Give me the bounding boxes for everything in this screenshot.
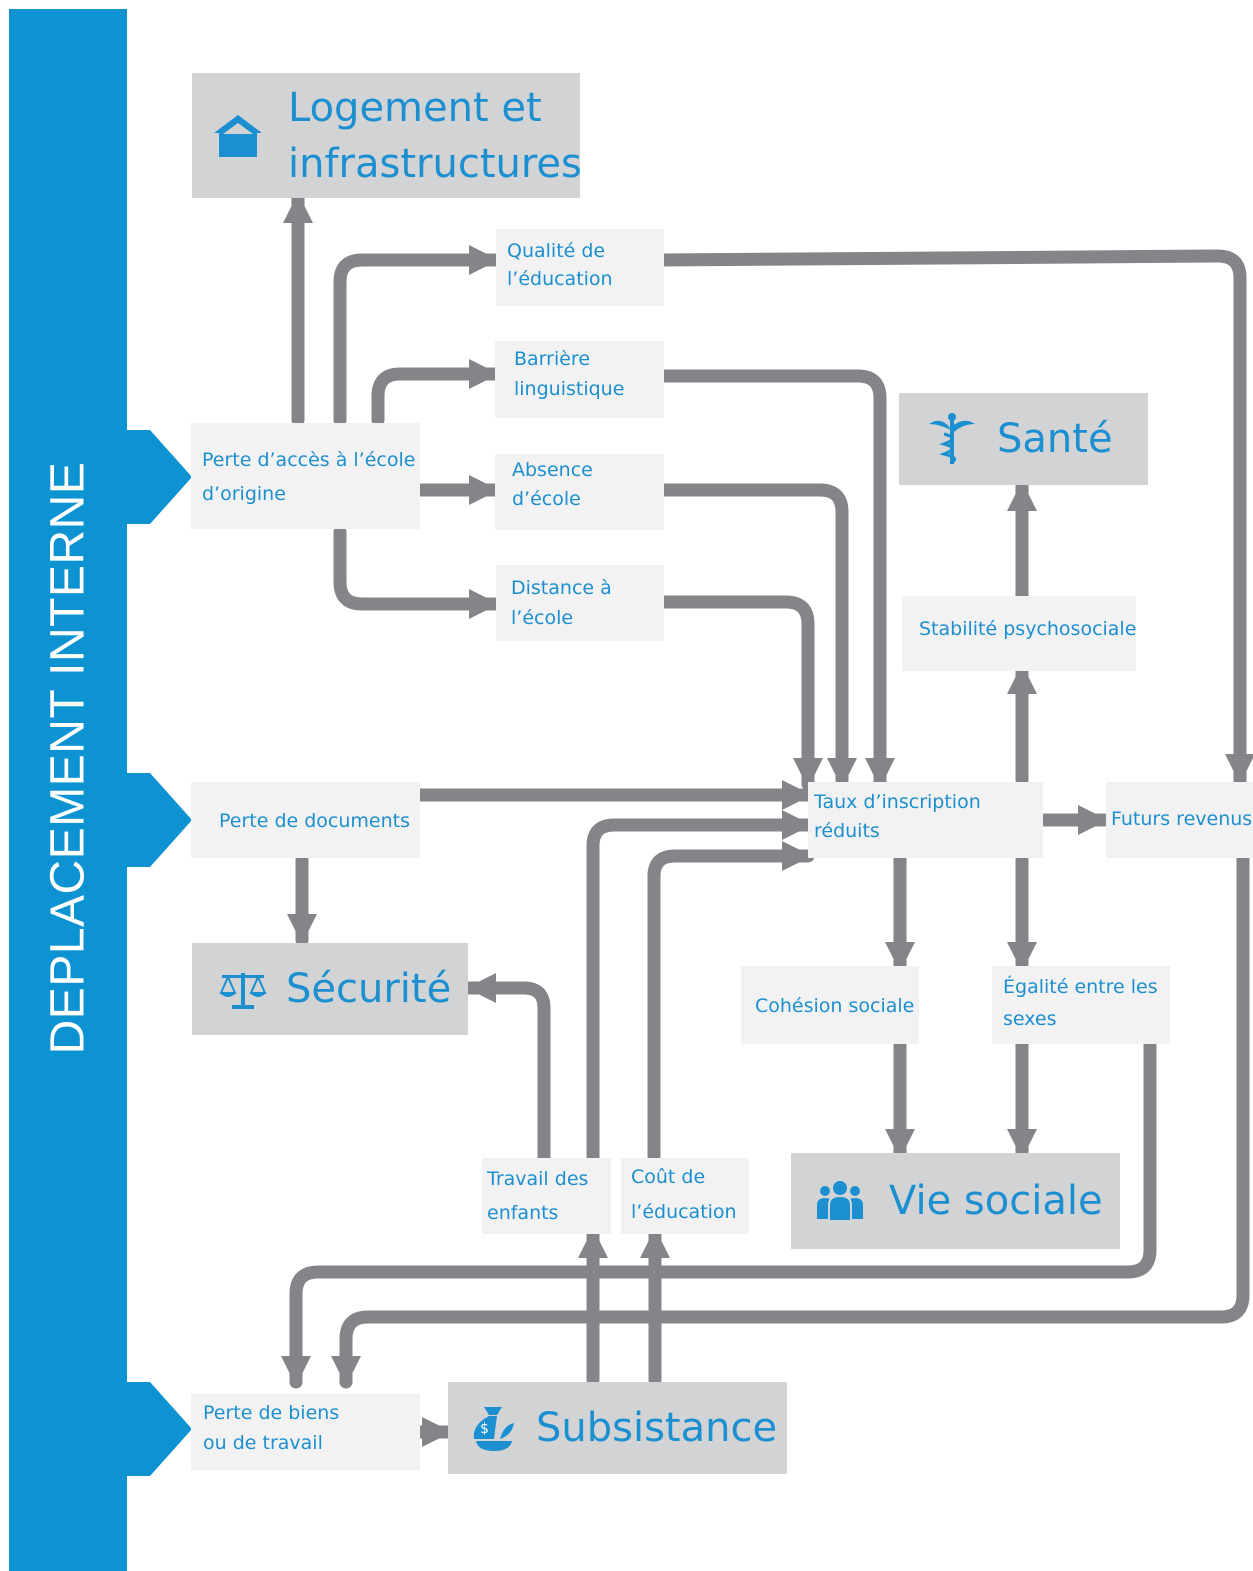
node-egalite: Égalité entre les sexes bbox=[992, 966, 1170, 1044]
caduceus-icon bbox=[927, 412, 977, 466]
arrow-absence-taux bbox=[653, 483, 857, 791]
category-subsistance-label: Subsistance bbox=[536, 1405, 778, 1451]
arrow-acces-barriere bbox=[371, 359, 502, 427]
money-bag-icon: $ bbox=[470, 1403, 516, 1453]
chevron-marker-2 bbox=[127, 773, 192, 867]
arrow-qualite-futurs bbox=[653, 249, 1253, 787]
arrow-barriere-taux bbox=[653, 369, 895, 791]
node-distance: Distance à l’école bbox=[496, 565, 664, 641]
arrow-egalite-pertebiens bbox=[281, 1038, 1157, 1389]
node-perte-documents: Perte de documents bbox=[191, 782, 420, 858]
category-subsistance: $ Subsistance bbox=[448, 1382, 787, 1474]
arrow-distance-taux bbox=[653, 595, 823, 791]
node-taux: Taux d’inscription réduits bbox=[808, 782, 1043, 858]
arrow-travail-securite bbox=[463, 973, 551, 1165]
node-barriere: Barrière linguistique bbox=[495, 341, 664, 418]
chevron-marker-1 bbox=[127, 430, 192, 524]
node-cout: Coût de l’éducation bbox=[621, 1158, 749, 1234]
category-logement: Logement et infrastructures bbox=[192, 73, 582, 198]
category-sante-label: Santé bbox=[997, 416, 1113, 462]
chevron-marker-3 bbox=[127, 1382, 192, 1476]
node-travail-enfants: Travail des enfants bbox=[482, 1158, 611, 1234]
node-qualite: Qualité de l’éducation bbox=[496, 229, 664, 306]
svg-text:$: $ bbox=[480, 1421, 489, 1437]
node-stabilite: Stabilité psychosociale bbox=[902, 596, 1136, 671]
node-absence: Absence d’école bbox=[495, 454, 664, 530]
house-icon bbox=[212, 113, 264, 159]
arrow-cout-taux bbox=[647, 841, 815, 1165]
category-securite-label: Sécurité bbox=[286, 966, 452, 1012]
scales-icon bbox=[218, 967, 268, 1011]
category-logement-label: Logement et infrastructures bbox=[288, 84, 582, 187]
node-perte-acces: Perte d’accès à l’école d’origine bbox=[191, 423, 420, 529]
sidebar-band bbox=[9, 9, 127, 1571]
category-securite: Sécurité bbox=[192, 943, 468, 1035]
category-vie-sociale: Vie sociale bbox=[791, 1153, 1120, 1249]
arrow-travail-taux bbox=[586, 810, 815, 1165]
people-icon bbox=[813, 1179, 867, 1223]
sidebar-chevrons bbox=[127, 430, 192, 1476]
arrow-acces-qualite bbox=[333, 245, 502, 427]
node-futurs-revenus: Futurs revenus bbox=[1106, 782, 1253, 858]
category-vie-sociale-label: Vie sociale bbox=[889, 1178, 1103, 1224]
arrow-acces-distance bbox=[333, 525, 502, 619]
arrow-futurs-pertebiens bbox=[331, 851, 1250, 1389]
node-cohesion: Cohésion sociale bbox=[741, 966, 919, 1044]
node-perte-biens: Perte de biens ou de travail bbox=[191, 1394, 420, 1470]
category-sante: Santé bbox=[899, 393, 1148, 485]
